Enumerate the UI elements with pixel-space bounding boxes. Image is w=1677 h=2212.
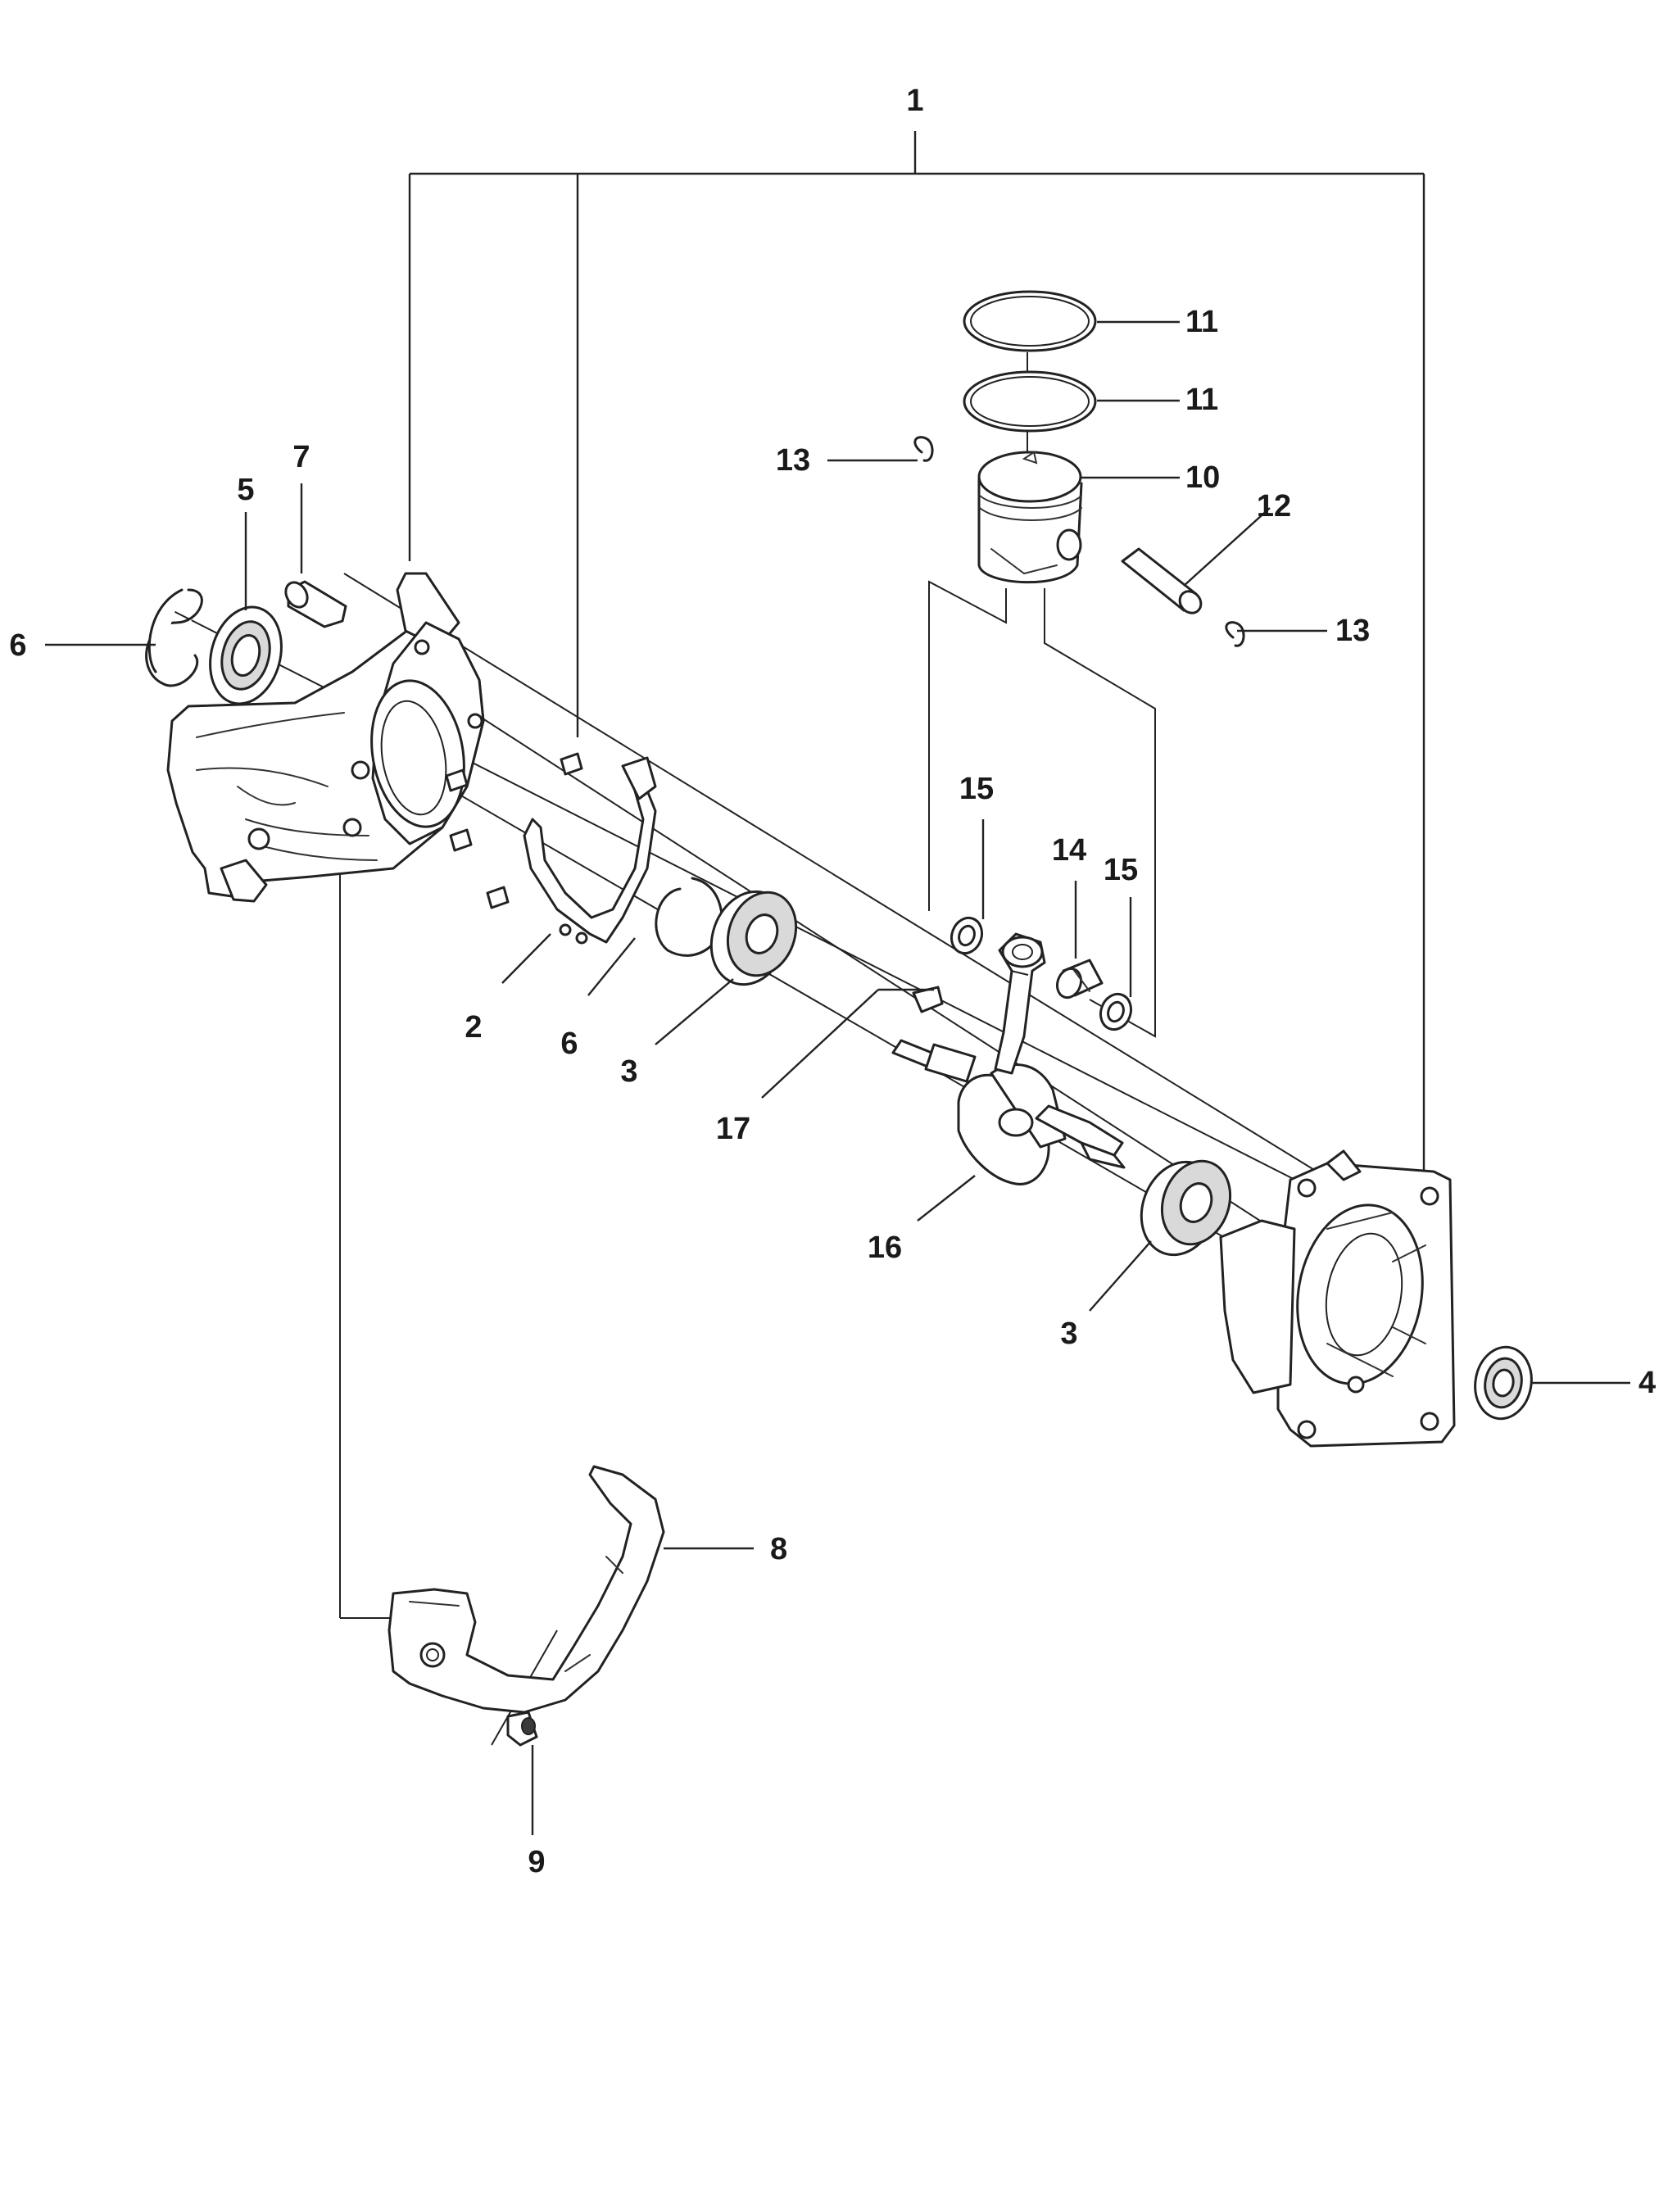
piston-10 bbox=[977, 451, 1083, 584]
crankshaft-16 bbox=[891, 932, 1126, 1185]
oil-seal-5 bbox=[209, 605, 283, 705]
callout-15-left: 15 bbox=[959, 772, 994, 806]
callout-3-left: 3 bbox=[620, 1054, 637, 1089]
callout-8: 8 bbox=[770, 1532, 787, 1566]
connecting-rod bbox=[1010, 970, 1029, 976]
callout-10: 10 bbox=[1185, 460, 1220, 495]
callout-16: 16 bbox=[868, 1231, 902, 1265]
callout-13-right: 13 bbox=[1335, 614, 1370, 648]
callout-1: 1 bbox=[906, 84, 923, 118]
callout-4: 4 bbox=[1638, 1366, 1656, 1400]
gasket-2 bbox=[523, 756, 657, 945]
assembly-bracket bbox=[408, 131, 1425, 1180]
oil-seal-4 bbox=[1474, 1345, 1533, 1421]
callout-15-right: 15 bbox=[1104, 853, 1138, 887]
piston-pin-12 bbox=[1121, 547, 1203, 614]
alignment-lines bbox=[163, 352, 1344, 1746]
needle-bearing-14 bbox=[1055, 959, 1104, 999]
callout-6-middle: 6 bbox=[560, 1027, 578, 1061]
callout-12: 12 bbox=[1257, 489, 1291, 524]
leader-lines bbox=[45, 320, 1630, 1835]
circlip-6-middle bbox=[655, 877, 723, 957]
circlip-13-right bbox=[1225, 621, 1245, 647]
circlip-6-left bbox=[145, 588, 203, 687]
bearing-3-left bbox=[709, 890, 798, 986]
callout-6-left: 6 bbox=[9, 628, 26, 663]
callout-7: 7 bbox=[292, 440, 310, 474]
callout-13-left: 13 bbox=[776, 443, 810, 478]
callout-11-lower: 11 bbox=[1185, 383, 1218, 417]
key-17 bbox=[912, 986, 944, 1013]
callout-5: 5 bbox=[237, 473, 254, 507]
circlip-13-left bbox=[913, 436, 934, 462]
callout-11-upper: 11 bbox=[1185, 305, 1218, 339]
callout-14: 14 bbox=[1052, 833, 1086, 868]
bearing-3-right bbox=[1140, 1159, 1232, 1257]
callouts: 1 11 11 10 13 12 13 7 5 6 15 14 15 2 6 3… bbox=[9, 84, 1656, 1879]
piston-ring-11-lower bbox=[963, 370, 1097, 433]
washer-15-left bbox=[950, 916, 984, 955]
bolt-7 bbox=[284, 580, 347, 628]
screw-9 bbox=[506, 1711, 538, 1747]
callout-9: 9 bbox=[528, 1845, 545, 1879]
cover-8 bbox=[388, 1465, 665, 1714]
callout-2: 2 bbox=[465, 1010, 482, 1045]
right-crankcase-half bbox=[1219, 1149, 1456, 1448]
dowel-pins bbox=[445, 752, 583, 909]
callout-17: 17 bbox=[716, 1112, 750, 1146]
callout-3-right: 3 bbox=[1060, 1317, 1077, 1351]
piston-ring-11-upper bbox=[963, 290, 1097, 352]
washer-15-right bbox=[1099, 992, 1133, 1031]
